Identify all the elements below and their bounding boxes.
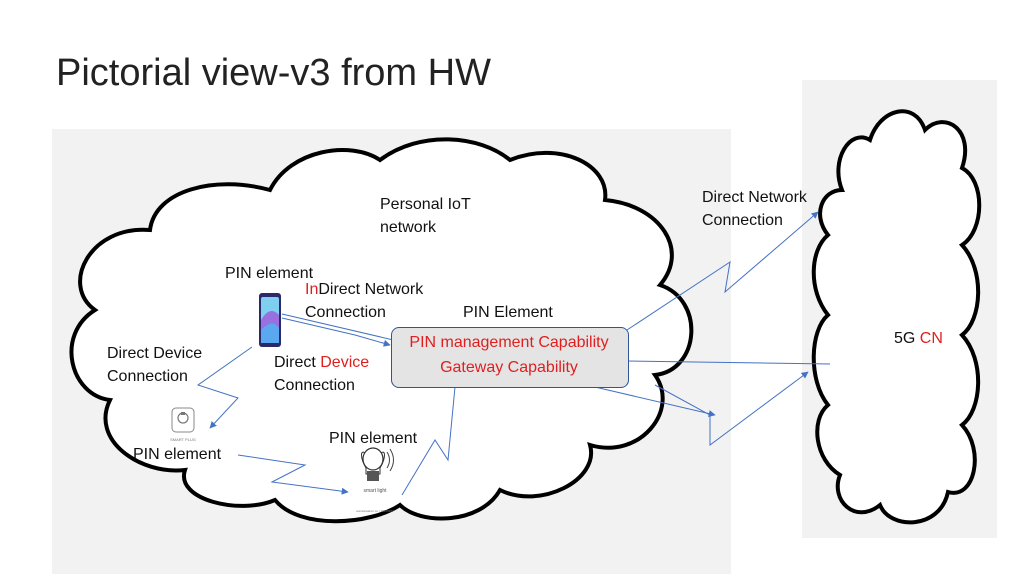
core-network-cloud	[811, 109, 982, 525]
direct-device-mid-label: Direct Device Connection	[274, 351, 369, 397]
bulb-caption: smart light	[363, 488, 387, 494]
pin-element-bulb-label: PIN element	[329, 430, 418, 447]
direct-network-line2: Connection	[702, 212, 783, 229]
gateway-core-horizontal-link	[626, 360, 831, 365]
pin-element-gateway-label: PIN Element	[463, 304, 553, 321]
direct-network-line1: Direct Network	[702, 189, 807, 206]
plug-bulb-link	[237, 454, 349, 495]
smart-light-icon: smart light anodoriaaivm.co / 25070677	[356, 447, 394, 513]
direct-word: Direct	[274, 354, 321, 371]
smartphone-icon	[259, 293, 281, 347]
core-prefix: 5G	[894, 330, 920, 347]
phone-gateway-link	[281, 317, 391, 347]
phone-plug-link	[196, 346, 253, 429]
pin-management-capability-text: PIN management Capability	[409, 334, 609, 351]
gateway-bulb-link	[401, 386, 456, 496]
indirect-network-line2: Connection	[305, 304, 386, 321]
pin-management-box	[391, 327, 629, 388]
direct-device-mid-line2: Connection	[274, 377, 355, 394]
pin-element-phone-label: PIN element	[225, 265, 314, 282]
gateway-core-direct-link	[626, 211, 819, 331]
smart-plug-icon: SMART PLUG	[170, 407, 196, 442]
device-word: Device	[320, 354, 370, 371]
direct-device-left-label: Direct Device Connection	[107, 342, 202, 388]
direct-device-left-line2: Connection	[107, 368, 188, 385]
direct-device-mid-line1: Direct Device	[274, 351, 369, 374]
direct-network-label: Direct Network Connection	[702, 186, 807, 232]
core-suffix: CN	[919, 330, 943, 347]
pin-element-plug-label: PIN element	[133, 446, 222, 463]
personal-iot-line2: network	[380, 219, 437, 236]
core-network-label: 5G CN	[894, 327, 943, 350]
indirect-rest: Direct Network	[318, 281, 424, 298]
network-core-lower-link	[654, 371, 809, 446]
connections	[196, 211, 831, 496]
pin-cloud	[69, 137, 694, 524]
gateway-capability-text: Gateway Capability	[440, 359, 578, 376]
direct-device-left-line1: Direct Device	[107, 345, 203, 362]
bulb-small-text: anodoriaaivm.co / 25070677	[356, 509, 394, 513]
page-title: Pictorial view-v3 from HW	[56, 52, 491, 94]
indirect-network-label: InDirect Network Connection	[305, 278, 423, 324]
indirect-network-line1: InDirect Network	[305, 278, 423, 301]
plug-caption: SMART PLUG	[170, 437, 196, 442]
personal-iot-label: Personal IoT network	[380, 193, 471, 239]
personal-iot-line1: Personal IoT	[380, 196, 471, 213]
indirect-prefix: In	[305, 281, 319, 298]
